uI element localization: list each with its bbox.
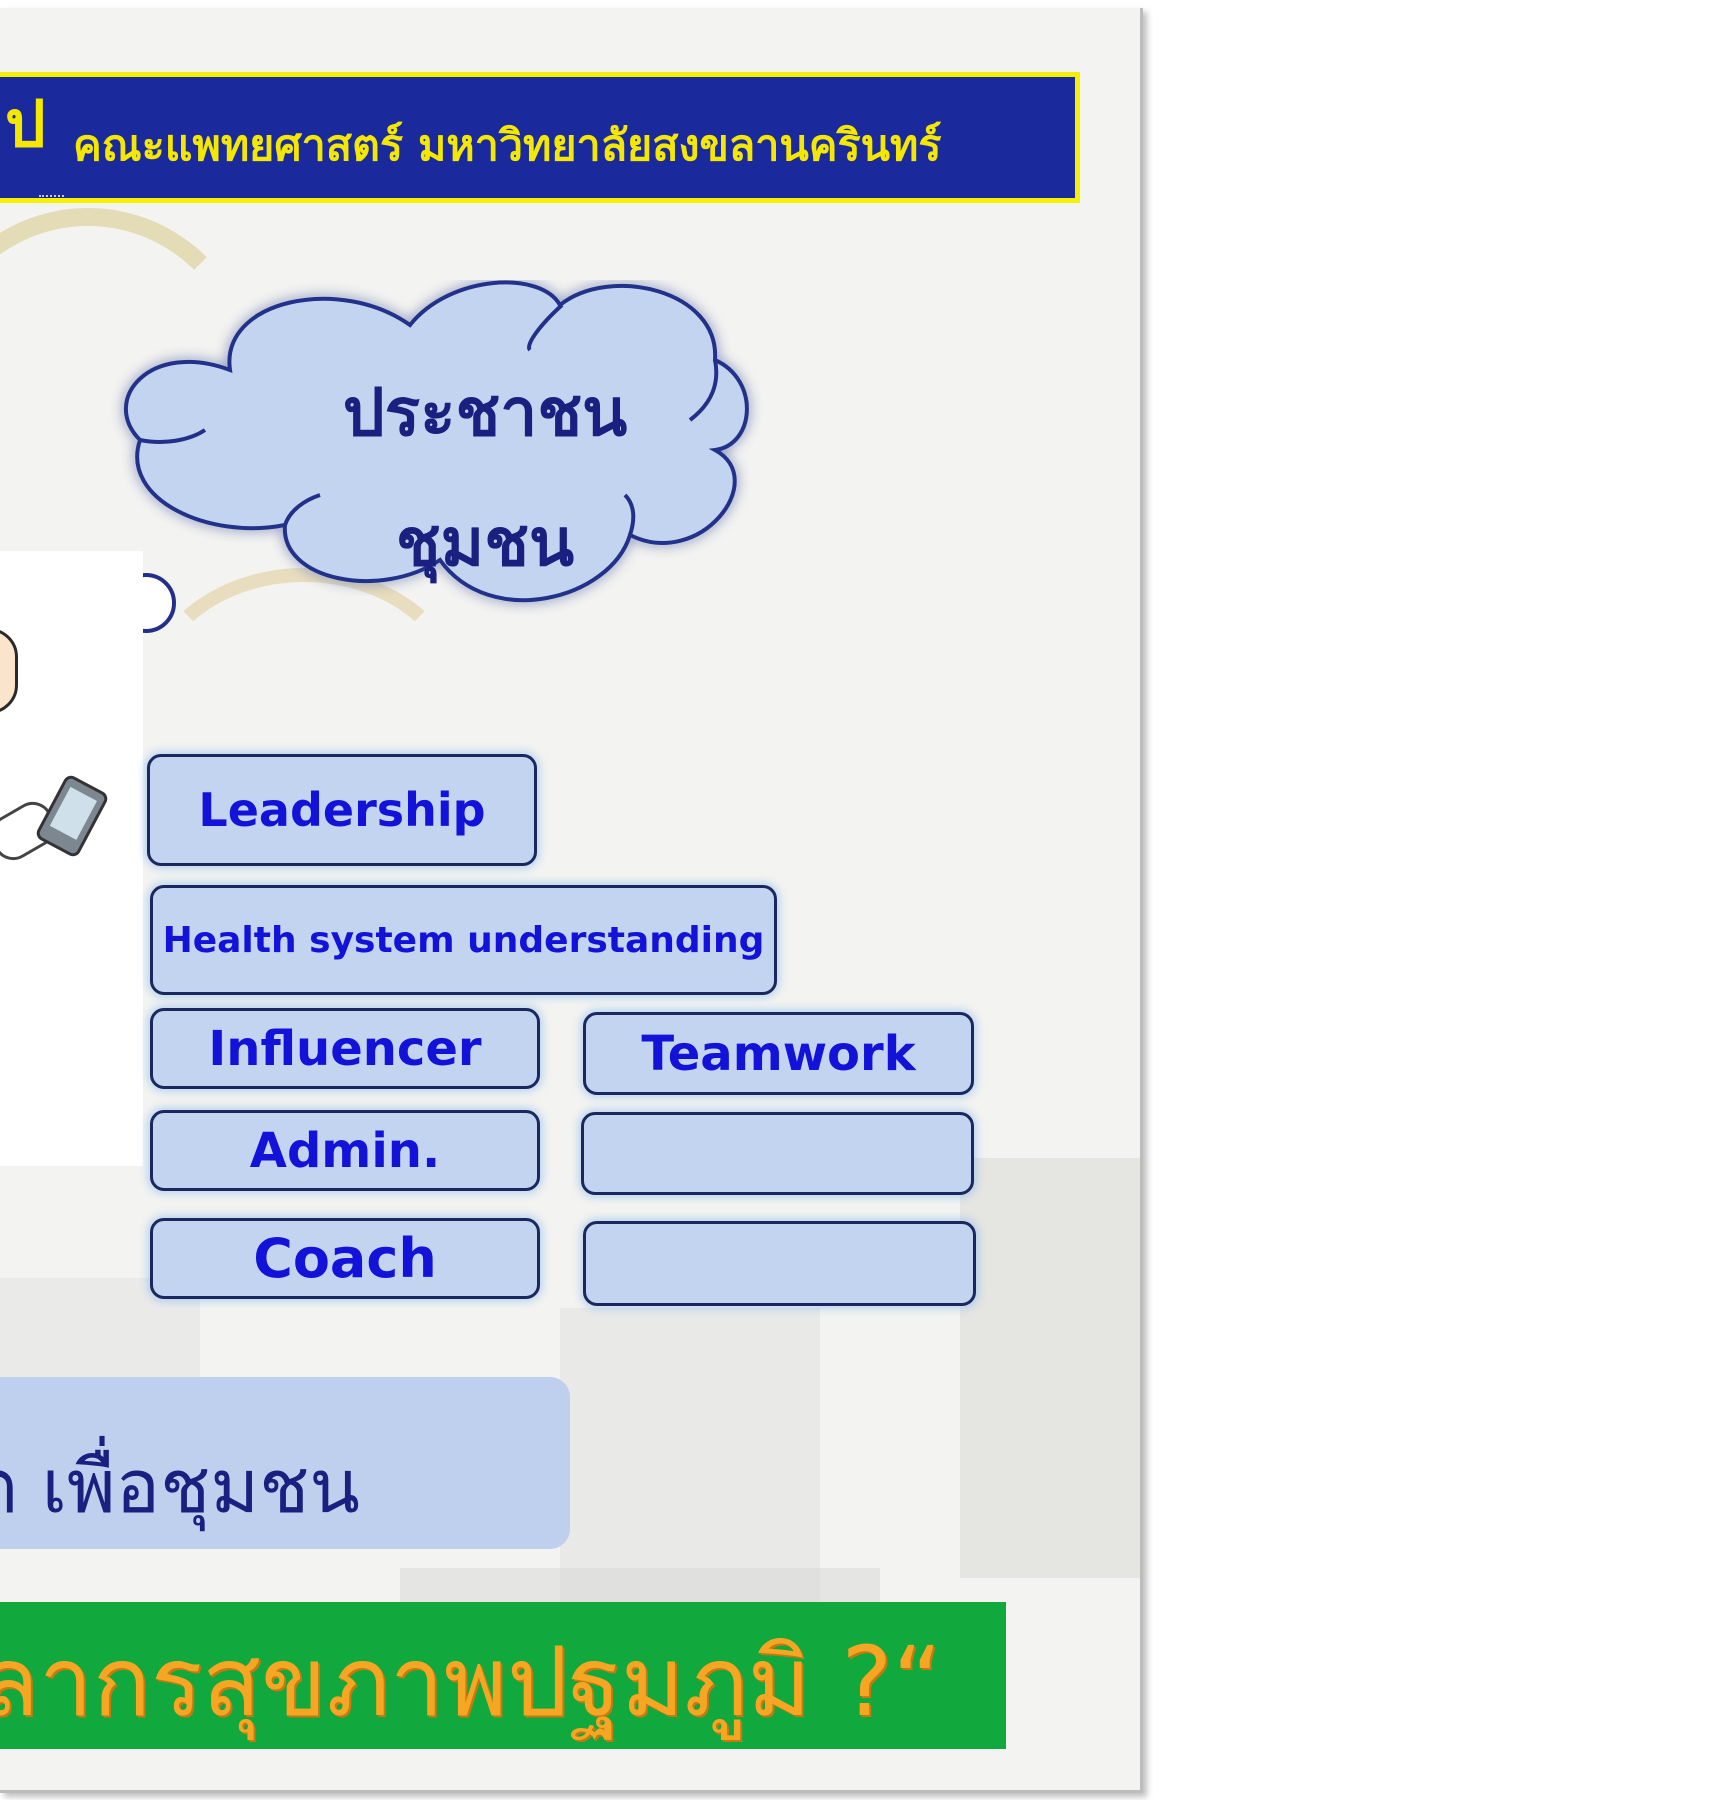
teamwork-box: Teamwork — [583, 1012, 974, 1095]
empty-box-1 — [581, 1112, 974, 1195]
page-title: คณะแพทยศาสตร์ มหาวิทยาลัยสงขลานครินทร์ — [73, 121, 942, 171]
title-fragment: ป — [5, 88, 46, 162]
cloud-line-2: ชุมชน — [395, 504, 575, 581]
influencer-box: Influencer — [150, 1008, 540, 1089]
title-dots — [39, 189, 64, 197]
admin-box: Admin. — [150, 1110, 540, 1191]
empty-box-2 — [583, 1221, 976, 1306]
slide: ป คณะแพทยศาสตร์ มหาวิทยาลัยสงขลานครินทร์… — [0, 8, 1143, 1793]
title-bar: ป คณะแพทยศาสตร์ มหาวิทยาลัยสงขลานครินทร์ — [0, 72, 1080, 203]
callout-box — [0, 1377, 570, 1549]
leadership-box: Leadership — [147, 754, 537, 866]
bottom-banner — [0, 1602, 1006, 1749]
background-building — [960, 1158, 1140, 1578]
background-building — [400, 1568, 880, 1608]
person-illustration — [0, 551, 143, 1166]
coach-box: Coach — [150, 1218, 540, 1299]
bottom-banner-text: ลากรสุขภาพปฐมภูมิ ?“ — [0, 1626, 943, 1738]
thought-cloud: ประชาชน ชุมชน — [110, 280, 860, 680]
health-system-box: Health system understanding — [150, 885, 777, 995]
callout-text: ต เพื่อชุมชน — [0, 1444, 360, 1530]
cloud-line-1: ประชาชน — [342, 374, 628, 451]
cloud-shape — [124, 280, 749, 603]
background-building — [560, 1308, 820, 1608]
